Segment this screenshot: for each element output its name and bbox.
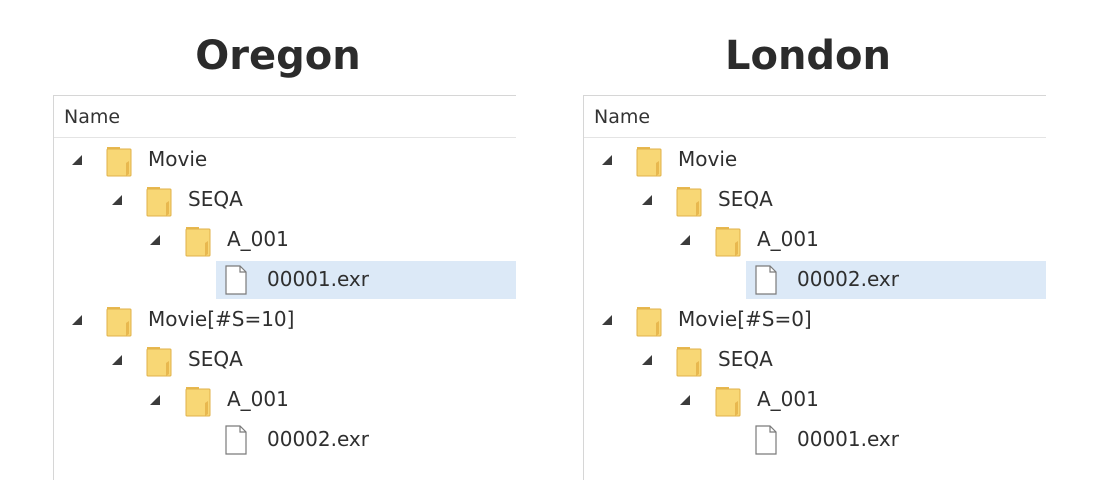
column-header-name[interactable]: Name xyxy=(584,96,1046,138)
tree-item-file[interactable]: 00001.exr xyxy=(584,420,1046,460)
folder-icon xyxy=(636,307,662,337)
expanded-arrow-icon[interactable] xyxy=(112,195,122,205)
tree-item-label: A_001 xyxy=(227,227,289,251)
folder-icon xyxy=(106,147,132,177)
expanded-arrow-icon[interactable] xyxy=(642,355,652,365)
folder-icon xyxy=(106,307,132,337)
expanded-arrow-icon[interactable] xyxy=(72,155,82,165)
tree-item-label: Movie xyxy=(148,147,208,171)
tree-item-folder[interactable]: Movie[#S=10] xyxy=(54,300,516,340)
tree-item-folder[interactable]: A_001 xyxy=(584,220,1046,260)
tree-item-folder[interactable]: Movie[#S=0] xyxy=(584,300,1046,340)
tree-item-folder[interactable]: A_001 xyxy=(54,380,516,420)
tree-item-label: SEQA xyxy=(718,187,773,211)
tree-item-label: A_001 xyxy=(757,227,819,251)
tree-item-label: SEQA xyxy=(188,347,243,371)
expanded-arrow-icon[interactable] xyxy=(680,235,690,245)
column-header-label: Name xyxy=(64,106,121,128)
folder-icon xyxy=(715,387,741,417)
tree-item-folder[interactable]: SEQA xyxy=(54,340,516,380)
column-header-label: Name xyxy=(594,106,651,128)
tree-item-label: A_001 xyxy=(757,387,819,411)
tree-item-file-selected[interactable]: 00001.exr xyxy=(54,260,516,300)
folder-icon xyxy=(146,347,172,377)
tree-item-label: SEQA xyxy=(718,347,773,371)
tree-item-folder[interactable]: SEQA xyxy=(584,340,1046,380)
file-icon xyxy=(225,425,247,455)
panel-london: London Name Movie SEQA xyxy=(583,0,1053,502)
panel-title: London xyxy=(724,33,892,79)
selection-highlight xyxy=(216,261,516,299)
file-explorer: Name Movie SEQA xyxy=(583,95,1046,480)
folder-icon xyxy=(146,187,172,217)
tree-item-label: 00002.exr xyxy=(267,427,369,451)
column-header-name[interactable]: Name xyxy=(54,96,516,138)
tree-item-folder[interactable]: SEQA xyxy=(584,180,1046,220)
tree-item-label: A_001 xyxy=(227,387,289,411)
expanded-arrow-icon[interactable] xyxy=(150,395,160,405)
file-explorer: Name Movie SEQA xyxy=(53,95,516,480)
tree-item-label: Movie[#S=10] xyxy=(148,307,295,331)
expanded-arrow-icon[interactable] xyxy=(72,315,82,325)
file-icon xyxy=(755,265,777,295)
tree-item-folder[interactable]: SEQA xyxy=(54,180,516,220)
tree-item-label: SEQA xyxy=(188,187,243,211)
folder-icon xyxy=(636,147,662,177)
file-icon xyxy=(755,425,777,455)
tree-item-label: Movie[#S=0] xyxy=(678,307,812,331)
expanded-arrow-icon[interactable] xyxy=(602,315,612,325)
folder-icon xyxy=(676,187,702,217)
tree-item-label: 00001.exr xyxy=(797,427,899,451)
folder-icon xyxy=(185,227,211,257)
tree-item-folder[interactable]: A_001 xyxy=(584,380,1046,420)
expanded-arrow-icon[interactable] xyxy=(642,195,652,205)
panel-title: Oregon xyxy=(195,33,361,79)
expanded-arrow-icon[interactable] xyxy=(680,395,690,405)
tree-item-file[interactable]: 00002.exr xyxy=(54,420,516,460)
folder-icon xyxy=(185,387,211,417)
folder-icon xyxy=(676,347,702,377)
tree-item-folder[interactable]: A_001 xyxy=(54,220,516,260)
tree-item-label: Movie xyxy=(678,147,738,171)
panel-oregon: Oregon Name Movie SEQA xyxy=(53,0,523,502)
tree-item-folder[interactable]: Movie xyxy=(54,140,516,180)
folder-icon xyxy=(715,227,741,257)
tree-item-file-selected[interactable]: 00002.exr xyxy=(584,260,1046,300)
tree-item-label: 00002.exr xyxy=(797,267,899,291)
expanded-arrow-icon[interactable] xyxy=(150,235,160,245)
tree-item-label: 00001.exr xyxy=(267,267,369,291)
file-icon xyxy=(225,265,247,295)
selection-highlight xyxy=(746,261,1046,299)
tree-item-folder[interactable]: Movie xyxy=(584,140,1046,180)
expanded-arrow-icon[interactable] xyxy=(602,155,612,165)
expanded-arrow-icon[interactable] xyxy=(112,355,122,365)
